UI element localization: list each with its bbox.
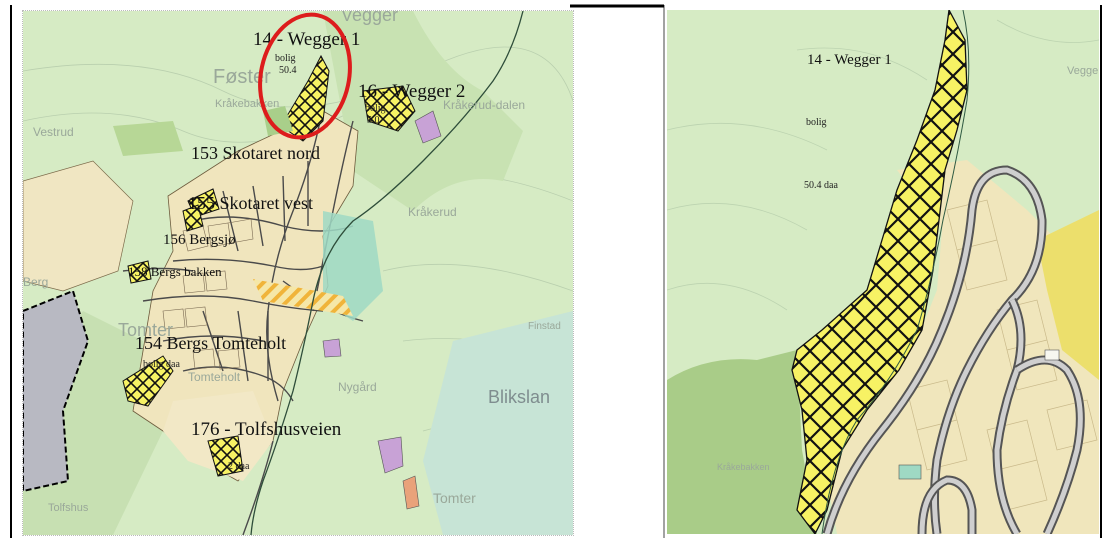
right-forest <box>667 350 817 534</box>
label-wegger2-area: 5.0 <box>367 115 380 126</box>
place-kraakerud: Kråkerud <box>408 205 457 219</box>
place-kraakebakken: Kråkebakken <box>215 98 279 110</box>
right-white-box <box>1044 349 1060 361</box>
right-label-title: 14 - Wegger 1 <box>807 52 892 68</box>
meadow-west <box>113 121 183 156</box>
left-map[interactable]: Føster Vegger Kråkebakken Kråkerud-dalen… <box>23 11 573 535</box>
place-tolfshus: Tolfshus <box>48 502 89 514</box>
right-residential <box>827 160 1099 534</box>
place-blikslan: Blikslan <box>488 387 550 407</box>
label-wegger1-use: bolig <box>275 53 296 64</box>
label-wegger1-area: 50.4 <box>279 65 297 76</box>
label-154-area: bolig daa <box>143 359 180 370</box>
right-yellow-block <box>1037 210 1099 380</box>
plan-area-wegger1[interactable] <box>280 54 330 142</box>
orange-area <box>402 475 420 510</box>
grey-area-west <box>23 289 90 493</box>
right-label-area: 50.4 daa <box>804 180 838 191</box>
plan-area-176[interactable] <box>207 435 244 477</box>
label-156: 156 Bergsjø <box>163 232 236 248</box>
place-vestrud: Vestrud <box>33 125 74 139</box>
place-tomter-2: Tomter <box>433 490 476 506</box>
label-158: 158 Bergs bakken <box>128 264 222 279</box>
plan-area-154[interactable] <box>122 355 174 407</box>
plan-area-158[interactable] <box>127 260 152 284</box>
plan-area-155[interactable] <box>182 204 204 232</box>
label-176-area: 2 daa <box>228 461 250 472</box>
residential-west <box>23 160 134 292</box>
right-teal-box <box>898 464 922 480</box>
highlight-ellipse <box>258 12 352 140</box>
right-label-use: bolig <box>806 117 827 128</box>
purple-area-1 <box>414 110 442 144</box>
forest-area <box>323 11 523 211</box>
left-map-panel[interactable]: Føster Vegger Kråkebakken Kråkerud-dalen… <box>22 10 574 536</box>
purple-area-3 <box>322 338 342 358</box>
right-plan-area-wegger1[interactable] <box>791 10 968 534</box>
pale-teal-area <box>423 311 573 535</box>
right-roads <box>822 165 1085 534</box>
right-map-panel[interactable]: Vegger Kråkebakken 14 - Wegger 1 bolig 5… <box>667 10 1099 534</box>
purple-area-2 <box>377 436 404 474</box>
place-vegger: Vegger <box>341 11 398 25</box>
striped-area <box>253 279 353 316</box>
residential-south <box>163 391 273 481</box>
stream <box>250 11 524 535</box>
label-176: 176 - Tolfshusveien <box>191 419 342 440</box>
place-berg: Berg <box>23 275 48 289</box>
place-kraakerud-dalen: Kråkerud-dalen <box>443 98 525 112</box>
right-map[interactable]: Vegger Kråkebakken 14 - Wegger 1 bolig 5… <box>667 10 1099 534</box>
label-154: 154 Bergs Tomteholt <box>135 333 286 353</box>
place-tomteholt: Tomteholt <box>188 370 241 384</box>
meadow <box>263 106 293 136</box>
label-wegger2: 16 - Wegger 2 <box>358 81 465 102</box>
label-wegger1: 14 - Wegger 1 <box>253 29 360 50</box>
place-finstad: Finstad <box>528 321 561 332</box>
plan-area-wegger2[interactable] <box>362 85 416 132</box>
label-155: 155 Skotaret vest <box>188 193 313 213</box>
place-nygard: Nygård <box>338 380 377 394</box>
place-foster: Føster <box>213 66 271 88</box>
right-place-kraakebakken: Kråkebakken <box>717 462 770 472</box>
place-tomter: Tomter <box>118 320 173 340</box>
right-place-vegger: Vegger <box>1067 65 1099 77</box>
label-wegger2-use: bolig <box>365 103 386 114</box>
label-153: 153 Skotaret nord <box>191 143 320 163</box>
right-contour-lines <box>667 19 1099 311</box>
right-stream <box>821 10 970 534</box>
